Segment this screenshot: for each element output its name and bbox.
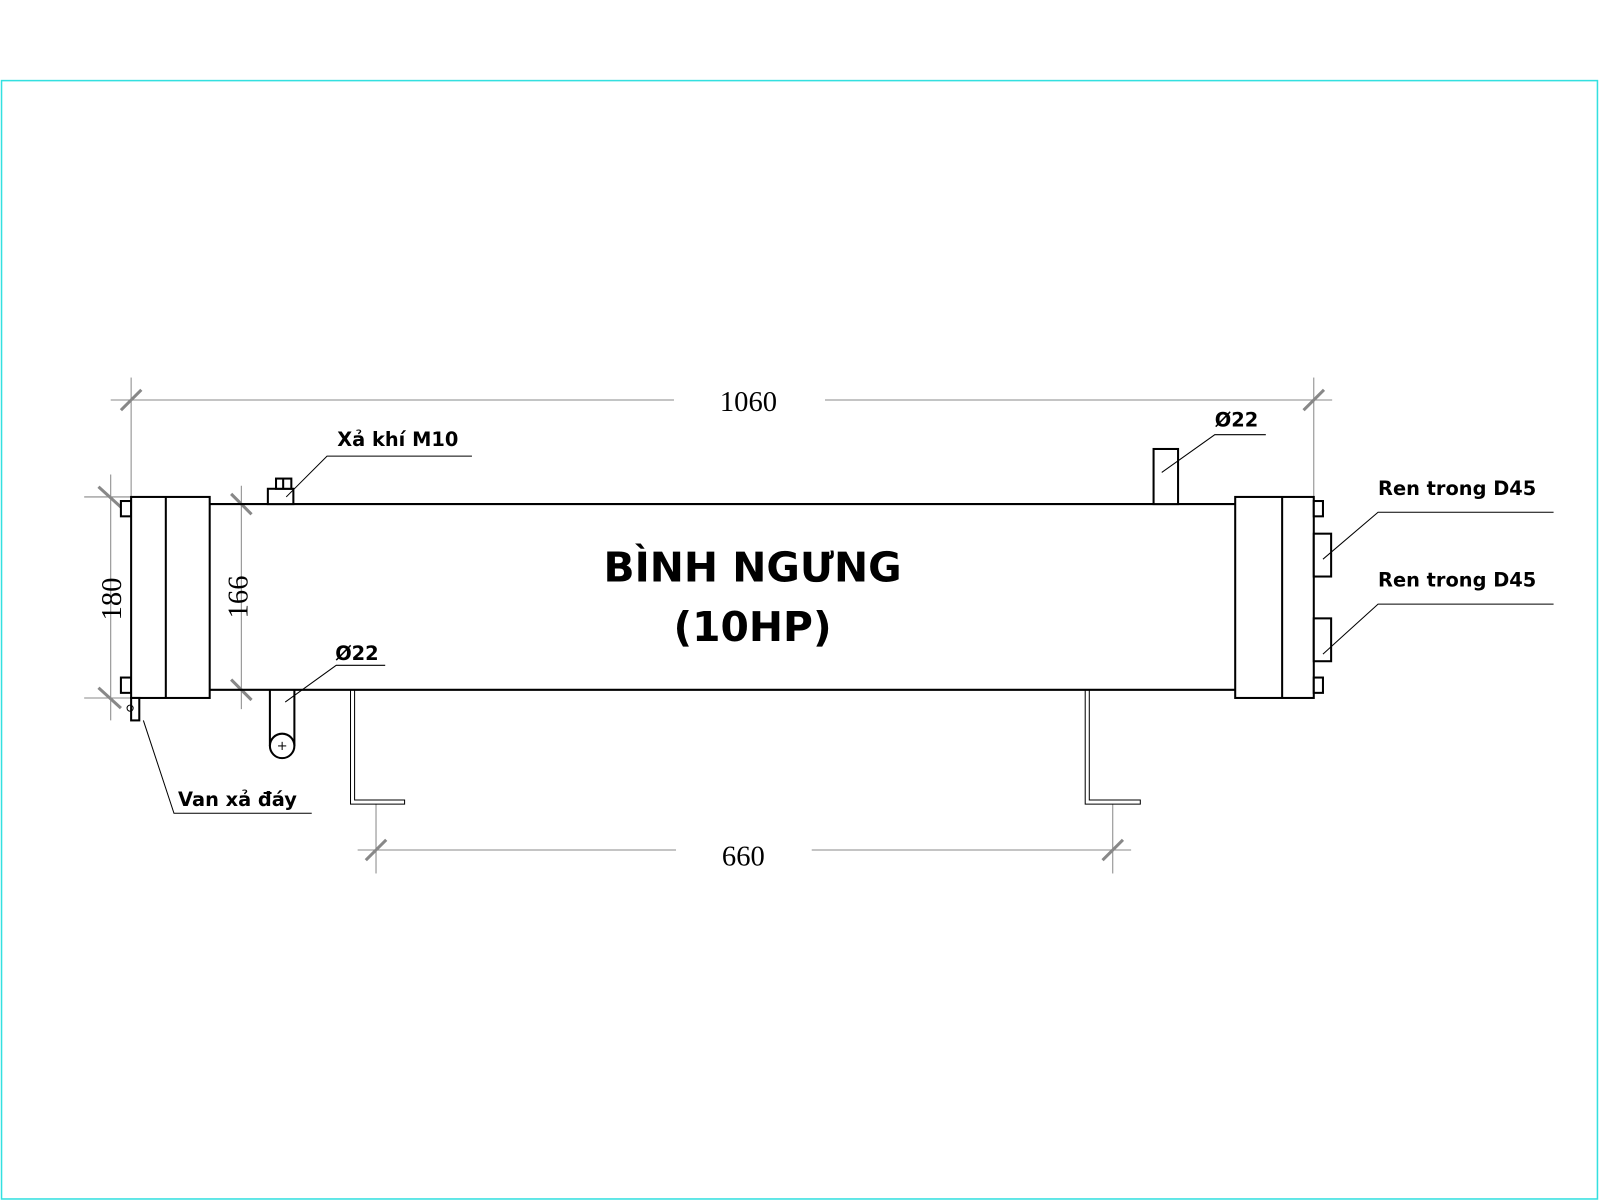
label-drain-valve: Van xả đáy (178, 788, 297, 811)
drawing-frame (0, 79, 1599, 1200)
drain-valve (126, 696, 141, 722)
dimension-166-text: 166 (223, 576, 254, 619)
callout-port-upper: Ren trong D45 (1322, 477, 1554, 560)
callout-bottom-pipe: Ø22 (284, 642, 386, 703)
leg-left (350, 689, 406, 805)
callout-drain-valve: Van xả đáy (142, 720, 312, 814)
title-line-2: (10HP) (673, 603, 831, 651)
callout-vent: Xả khí M10 (285, 428, 472, 498)
dimension-1060-text: 1060 (720, 387, 777, 418)
dimension-overall-length: 1060 (110, 377, 1333, 497)
dimension-flange-height: 180 (84, 474, 132, 721)
callout-port-lower: Ren trong D45 (1322, 569, 1554, 655)
dimension-leg-spacing: 660 (357, 804, 1132, 874)
port-lower (1312, 617, 1333, 663)
dimension-shell-diameter: 166 (209, 485, 254, 710)
right-flange (1234, 495, 1333, 699)
leg-right (1084, 689, 1141, 805)
bottom-pipe (268, 689, 296, 760)
label-port-lower: Ren trong D45 (1378, 569, 1536, 592)
label-port-upper: Ren trong D45 (1378, 477, 1536, 500)
label-bottom-pipe: Ø22 (335, 642, 378, 665)
label-top-pipe: Ø22 (1215, 409, 1258, 432)
port-upper (1312, 532, 1333, 578)
left-flange (119, 495, 211, 699)
condenser-shell (209, 503, 1236, 691)
dimension-660-text: 660 (722, 841, 765, 872)
top-pipe (1152, 447, 1180, 506)
title-line-1: BÌNH NGƯNG (603, 544, 901, 592)
vent-plug (266, 477, 295, 506)
dimension-180-text: 180 (97, 578, 128, 621)
callout-top-pipe: Ø22 (1161, 409, 1266, 473)
label-vent: Xả khí M10 (337, 428, 458, 451)
